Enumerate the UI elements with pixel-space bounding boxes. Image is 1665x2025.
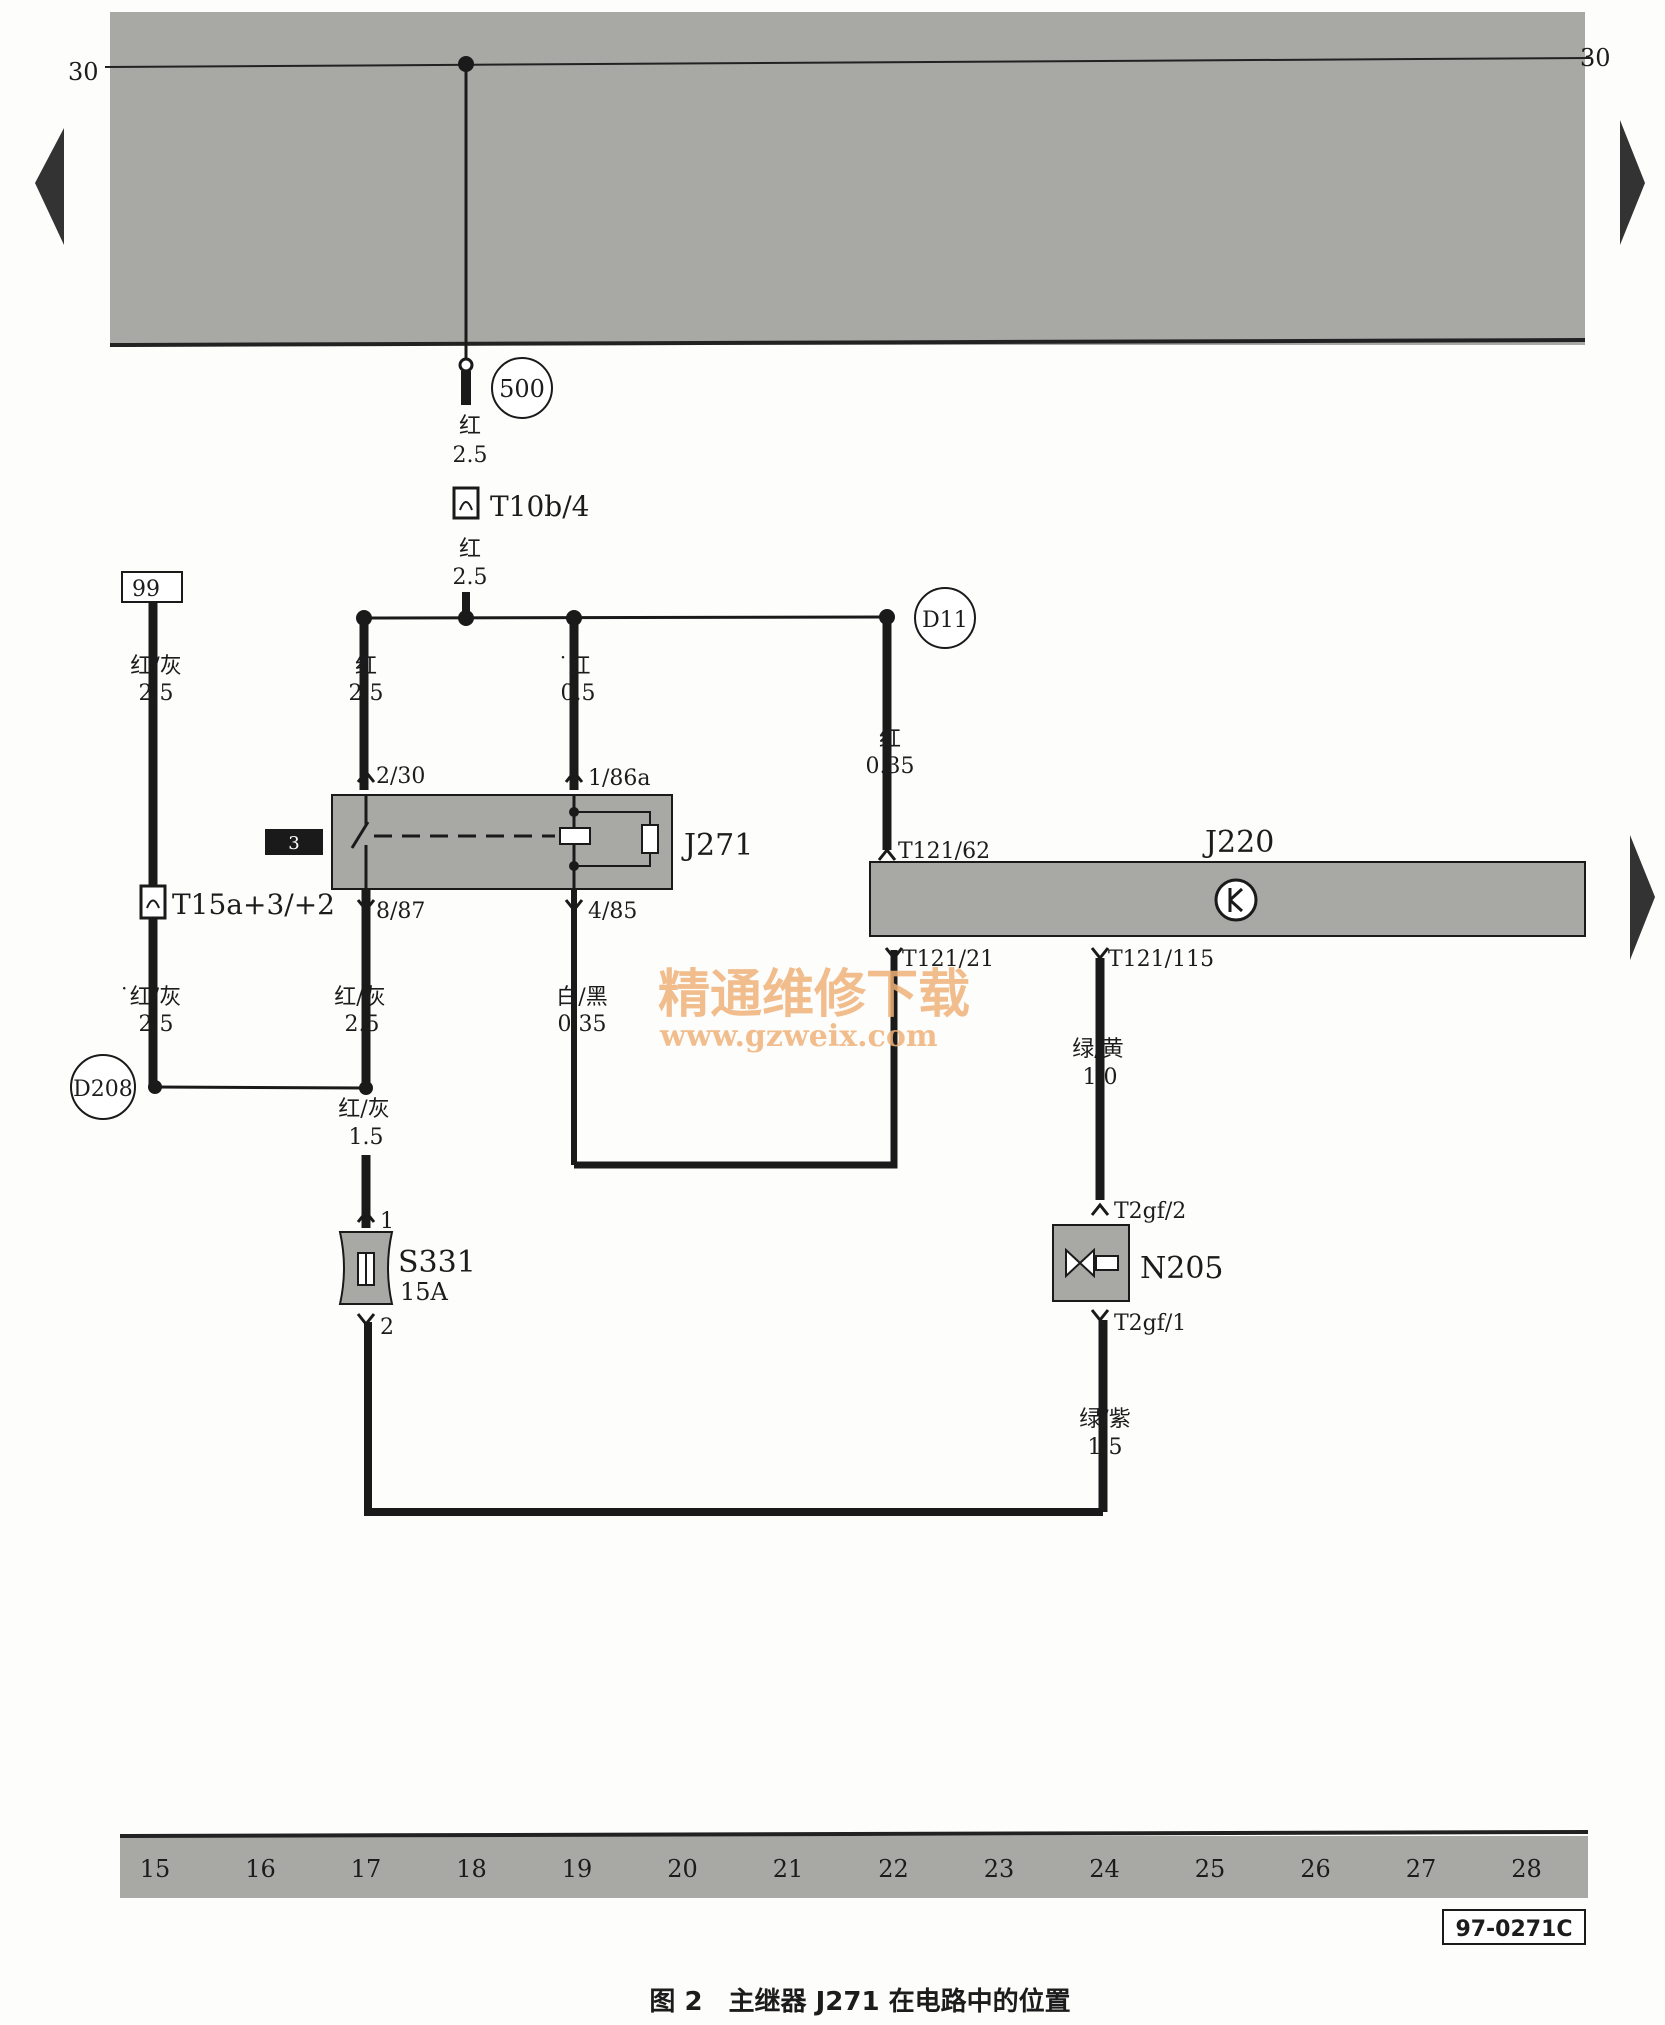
mark-3-box (265, 829, 323, 855)
node-d11-circle (914, 587, 976, 649)
pin-2-30: 2/30 (376, 764, 425, 789)
wire-label-size: 0.35 (558, 1012, 607, 1037)
wire-label-color: 绿/黄 (1072, 1037, 1123, 1062)
grid-number: 18 (456, 1855, 487, 1883)
wire-loop-to-j220 (574, 950, 898, 1169)
grid-number: 24 (1089, 1855, 1120, 1883)
wire-label-size: 1.0 (1083, 1065, 1118, 1090)
ecu-transistor-icon (1214, 878, 1258, 922)
fuse-s331-rating: 15A (400, 1278, 449, 1306)
doc-code: 97-0271C (1455, 1917, 1572, 1942)
pin-t121-21: T121/21 (902, 947, 994, 972)
terminal-30-left: 30 (68, 58, 99, 86)
wire-label-color: 红 (459, 537, 481, 562)
wire-label-size: 0.5 (561, 681, 596, 706)
ecu-j220-label: J220 (1202, 825, 1274, 860)
grid-number: 28 (1511, 1855, 1542, 1883)
wire-label-color: 红 (459, 414, 481, 439)
grid-number: 26 (1300, 1855, 1331, 1883)
junction (458, 610, 474, 626)
panel-bottom-edge (109, 338, 1586, 347)
wire-label-color: ˙红/灰 (119, 985, 181, 1010)
arrow-right-mid-icon[interactable] (1630, 835, 1655, 960)
fuse-s331-label: S331 (398, 1245, 476, 1280)
wire-label-color: 绿/紫 (1079, 1407, 1130, 1432)
pin-s331-2: 2 (380, 1315, 394, 1340)
wire-label-color: 红 (355, 654, 377, 679)
grid-bar (120, 1836, 1588, 1898)
wire-label-color: 红 (879, 727, 901, 752)
wire-s331-to-n205-return (364, 1322, 1103, 1516)
watermark-url: www.gzweix.com (659, 1019, 938, 1054)
grid-number: 15 (140, 1855, 171, 1883)
wire-label-size: 2.5 (139, 681, 174, 706)
pin-t121-62: T121/62 (898, 839, 990, 864)
watermark-title: 精通维修下载 (658, 964, 970, 1025)
node-d11: D11 (922, 608, 968, 633)
pin-t121-115: T121/115 (1108, 947, 1214, 972)
arrow-right-top-icon[interactable] (1620, 120, 1645, 245)
wire-d208-join (154, 1085, 367, 1090)
grid-number: 20 (667, 1855, 698, 1883)
node-500: 500 (499, 375, 545, 403)
node-d208-circle (70, 1054, 136, 1120)
valve-n205-label: N205 (1140, 1251, 1224, 1286)
solenoid-valve-icon (1065, 1247, 1095, 1279)
wire-label-color: 白/黑 (556, 985, 607, 1010)
wire-label-size: 2.5 (345, 1012, 380, 1037)
terminal-30-right: 30 (1580, 44, 1611, 72)
grid-number: 19 (562, 1855, 593, 1883)
relay-j271-label: J271 (681, 828, 753, 863)
rail-30 (104, 57, 1591, 68)
pin-4-85: 4/85 (588, 899, 637, 924)
ref-99-box (121, 571, 183, 603)
wire-label-color: 红/灰 (334, 985, 385, 1010)
pin-t2gf-1: T2gf/1 (1114, 1311, 1186, 1336)
wire-label-size: 2.5 (453, 443, 488, 468)
connector-500-pin (458, 357, 474, 373)
mark-3: 3 (288, 833, 299, 854)
grid-number: 16 (245, 1855, 276, 1883)
wire-label-size: 1.5 (1088, 1435, 1123, 1460)
wire-label-color: 红/灰 (338, 1097, 389, 1122)
wire-label-color: 红/灰 (130, 654, 181, 679)
arrow-left-icon[interactable] (35, 128, 64, 245)
relay-diode-icon (641, 824, 659, 854)
wire-label-size: 2.5 (349, 681, 384, 706)
junction-rail-30 (458, 56, 474, 72)
pin-1-86a: 1/86a (588, 766, 651, 791)
doc-code-box (1442, 1909, 1586, 1945)
relay-coil-icon (559, 827, 591, 845)
node-d208: D208 (73, 1077, 133, 1102)
wire-distribution-bus (363, 615, 888, 620)
top-panel (110, 12, 1585, 345)
grid-number: 27 (1406, 1855, 1437, 1883)
pin-8-87: 8/87 (376, 899, 425, 924)
wire-label-size: 1.5 (349, 1125, 384, 1150)
connector-t15a: T15a+3/+2 (172, 888, 335, 921)
wire-label-size: 2.5 (453, 565, 488, 590)
figure-caption: 图 2 主继器 J271 在电路中的位置 (649, 1986, 1070, 2017)
relay-j271[interactable] (331, 794, 673, 890)
ref-99: 99 (132, 577, 160, 602)
grid-number: 23 (984, 1855, 1015, 1883)
connector-t10b-icon (452, 486, 480, 520)
grid-numbers: 15 16 17 18 19 20 21 22 23 24 25 26 27 28 (140, 1855, 1542, 1883)
grid-number: 21 (773, 1855, 804, 1883)
grid-number: 17 (351, 1855, 382, 1883)
grid-number: 25 (1195, 1855, 1226, 1883)
connector-t15a-icon (139, 884, 167, 920)
wire-label-size: 2.5 (139, 1012, 174, 1037)
connector-t10b: T10b/4 (490, 490, 589, 523)
node-500-circle (491, 357, 553, 419)
pin-s331-1: 1 (380, 1209, 394, 1234)
wire-label-color: ˙红 (557, 654, 590, 679)
wire-label-size: 0.35 (866, 754, 915, 779)
grid-number: 22 (878, 1855, 909, 1883)
pin-t2gf-2: T2gf/2 (1114, 1199, 1186, 1224)
